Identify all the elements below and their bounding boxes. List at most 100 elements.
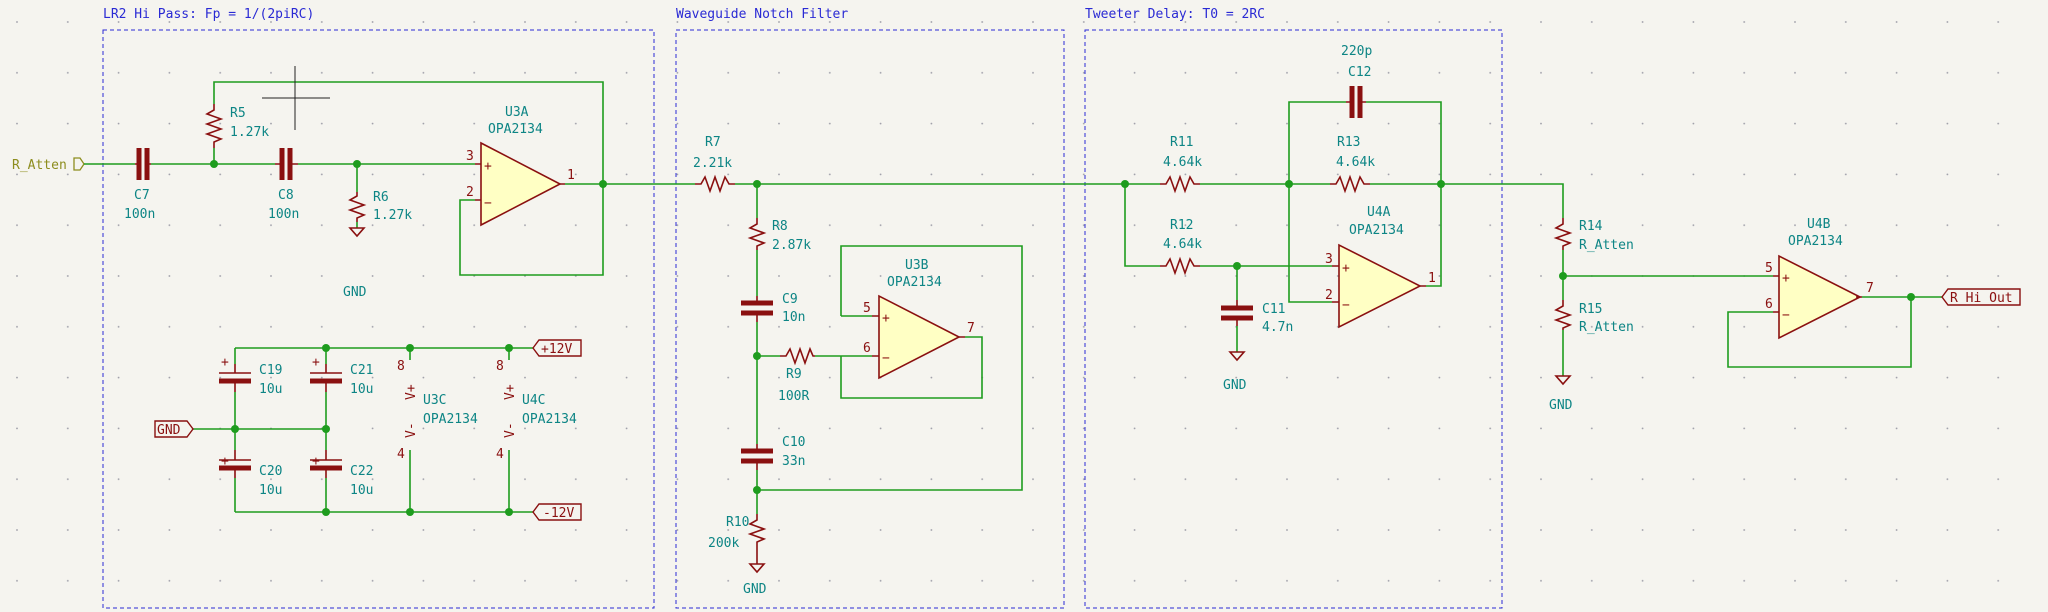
- c21-value: 10u: [350, 382, 373, 397]
- gnd-r15-triangle: [1554, 375, 1572, 386]
- u3b-value: OPA2134: [887, 275, 942, 290]
- gnd-flag-text: GND: [157, 423, 181, 438]
- u3b-plus-sign: +: [882, 311, 890, 326]
- c8-value: 100n: [268, 207, 299, 222]
- r14-zigzag: [1553, 218, 1573, 250]
- u3a-ref: U3A: [505, 105, 529, 120]
- c22-value: 10u: [350, 483, 373, 498]
- resistor-r11[interactable]: R11 4.64k: [1160, 135, 1202, 194]
- opamp-u3b[interactable]: + − 5 6 7 U3B OPA2134: [863, 258, 975, 380]
- gnd-c11-label: GND: [1223, 378, 1247, 393]
- junction-p5: [322, 425, 330, 433]
- u4b-pin5: 5: [1765, 261, 1773, 276]
- resistor-r10[interactable]: R10 200k: [708, 514, 767, 556]
- junction-p6: [322, 508, 330, 516]
- r9-zigzag: [780, 346, 815, 366]
- resistor-r9[interactable]: R9 100R: [778, 346, 815, 404]
- capacitor-c12[interactable]: 220p C12: [1341, 44, 1372, 118]
- opamp-u3c-power[interactable]: 8 4 V+ V- U3C OPA2134: [397, 359, 478, 462]
- u3c-pin8: 8: [397, 359, 405, 374]
- capacitor-c7[interactable]: C7 100n: [124, 148, 155, 222]
- input-label[interactable]: R_Atten: [12, 157, 85, 173]
- u4b-pin6: 6: [1765, 297, 1773, 312]
- r13-value: 4.64k: [1336, 155, 1375, 170]
- input-label-arrow: [73, 157, 85, 171]
- wire-c12-right: [1366, 101, 1442, 184]
- resistor-r6[interactable]: R6 1.27k: [347, 190, 412, 223]
- resistor-r12[interactable]: R12 4.64k: [1160, 218, 1202, 276]
- junction-p3: [505, 344, 513, 352]
- c11-value: 4.7n: [1262, 320, 1293, 335]
- c7-value: 100n: [124, 207, 155, 222]
- c20-value: 10u: [259, 483, 282, 498]
- u3b-pin6: 6: [863, 341, 871, 356]
- r13-zigzag: [1330, 174, 1370, 194]
- capacitor-c20[interactable]: + C20 10u: [219, 450, 282, 498]
- gnd-global-label[interactable]: GND: [154, 420, 194, 438]
- u3a-plus-sign: +: [484, 159, 492, 174]
- capacitor-c21[interactable]: + C21 10u: [310, 355, 373, 397]
- output-label[interactable]: R_Hi_Out: [1941, 288, 2021, 306]
- opamp-u4b[interactable]: + − 5 6 7 U4B OPA2134: [1765, 217, 1874, 340]
- u4a-pin3: 3: [1325, 252, 1333, 267]
- resistor-r5[interactable]: R5 1.27k: [204, 104, 269, 148]
- u4a-minus-sign: −: [1342, 298, 1350, 313]
- gnd-symbol-r6: GND: [343, 227, 367, 300]
- capacitor-c9[interactable]: C9 10n: [741, 292, 805, 325]
- junction-p8: [505, 508, 513, 516]
- capacitor-c10[interactable]: C10 33n: [741, 435, 805, 470]
- capacitor-c19[interactable]: + C19 10u: [219, 355, 282, 397]
- wire-u4b-feedback: [1727, 297, 1912, 368]
- wire-u4a-out: [1426, 184, 1442, 287]
- r6-zigzag: [347, 192, 367, 222]
- r10-ref: R10: [726, 515, 749, 530]
- u4a-body: [1338, 243, 1422, 329]
- c11-ref: C11: [1262, 302, 1285, 317]
- u4c-vminus: V-: [503, 422, 518, 438]
- r11-value: 4.64k: [1163, 155, 1202, 170]
- u3a-minus-sign: −: [484, 196, 492, 211]
- capacitor-c11[interactable]: C11 4.7n: [1221, 300, 1293, 335]
- u4c-value: OPA2134: [522, 412, 577, 427]
- resistor-r13[interactable]: R13 4.64k: [1330, 135, 1375, 194]
- u3c-value: OPA2134: [423, 412, 478, 427]
- u4b-value: OPA2134: [1788, 234, 1843, 249]
- r8-ref: R8: [772, 219, 788, 234]
- wire-c12-left: [1288, 101, 1346, 184]
- vneg-global-label[interactable]: -12V: [532, 503, 582, 521]
- vneg-flag-text: -12V: [543, 506, 574, 521]
- opamp-u4c-power[interactable]: 8 4 V+ V- U4C OPA2134: [496, 359, 577, 462]
- r11-zigzag: [1160, 174, 1200, 194]
- junction-r5: [210, 160, 218, 168]
- capacitor-c22[interactable]: + C22 10u: [310, 450, 373, 498]
- c21-ref: C21: [350, 363, 373, 378]
- capacitor-c8[interactable]: C8 100n: [268, 148, 299, 222]
- junction-p4: [231, 425, 239, 433]
- r10-zigzag: [747, 514, 767, 556]
- r6-value: 1.27k: [373, 208, 412, 223]
- input-label-text: R_Atten: [12, 158, 67, 173]
- opamp-u4a[interactable]: + − 3 2 1 U4A OPA2134: [1325, 205, 1436, 329]
- u3c-vminus: V-: [404, 422, 419, 438]
- c20-plus: +: [221, 454, 229, 469]
- junction-n2: [753, 352, 761, 360]
- r10-value: 200k: [708, 536, 739, 551]
- r9-value: 100R: [778, 389, 809, 404]
- gnd-r15-label: GND: [1549, 398, 1573, 413]
- resistor-r15[interactable]: R15 R_Atten: [1553, 300, 1634, 335]
- vpos-flag-box: [532, 339, 582, 357]
- section-delay: Tweeter Delay: T0 = 2RC: [1084, 7, 1503, 609]
- r8-zigzag: [747, 218, 767, 250]
- resistor-r8[interactable]: R8 2.87k: [747, 218, 811, 253]
- c20-plate-pos: [219, 450, 251, 478]
- vpos-global-label[interactable]: +12V: [532, 339, 582, 357]
- resistor-r14[interactable]: R14 R_Atten: [1553, 218, 1634, 253]
- opamp-u3a[interactable]: + − 3 2 1 U3A OPA2134: [466, 105, 575, 227]
- vpos-flag-text: +12V: [541, 342, 572, 357]
- resistor-r7[interactable]: R7 2.21k: [693, 135, 735, 194]
- gnd-r6-triangle: [348, 227, 366, 238]
- c12-ref: C12: [1348, 65, 1371, 80]
- output-label-text: R_Hi_Out: [1950, 291, 2013, 306]
